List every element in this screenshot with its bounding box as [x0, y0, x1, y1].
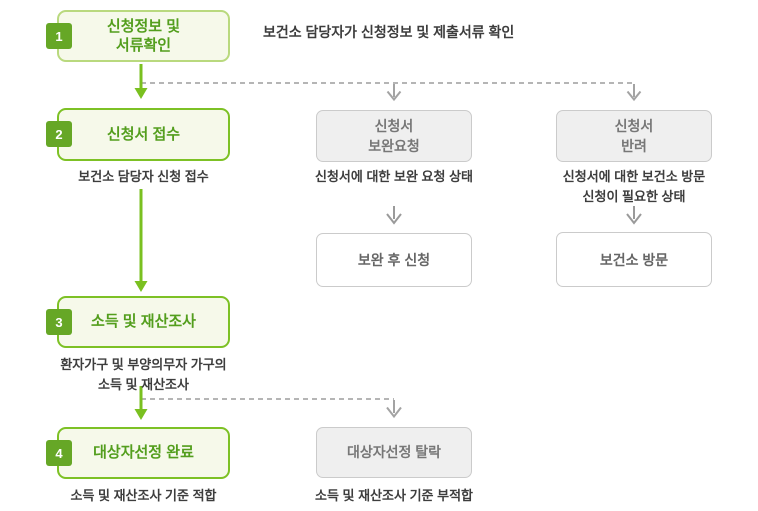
branch-note-return: 신청서에 대한 보건소 방문 신청이 필요한 상태 [562, 169, 706, 204]
step-title-4: 대상자선정 완료 [93, 444, 194, 462]
step-number-badge-1: 1 [46, 23, 72, 49]
step-box-2: 신청서 접수 [57, 108, 230, 161]
arrow-step3-to-step4 [134, 386, 148, 420]
arrow-down-to-reject-branch [626, 84, 642, 102]
step-note-2: 보건소 담당자 신청 접수 [78, 169, 209, 184]
branch-title-fail: 대상자선정 탈락 [346, 444, 442, 461]
arrow-step1-to-step2 [134, 64, 148, 99]
step-number-badge-3: 3 [46, 309, 72, 335]
step-number-2: 2 [55, 126, 63, 142]
step-box-3: 소득 및 재산조사 [57, 296, 230, 348]
arrow-down-to-supplement-branch [386, 84, 402, 102]
arrow-reject-to-action [626, 206, 642, 225]
arrow-step2-to-step3 [134, 189, 148, 292]
step-note-3: 환자가구 및 부양의무자 가구의 소득 및 재산조사 [60, 357, 227, 392]
step-title-1: 신청정보 및 서류확인 [106, 17, 181, 55]
branch-note-supplement: 신청서에 대한 보완 요청 상태 [315, 169, 473, 184]
step-box-1: 신청정보 및 서류확인 [57, 10, 230, 62]
step-title-3: 소득 및 재산조사 [91, 313, 196, 331]
arrow-supplement-to-action [386, 206, 402, 225]
step-number-badge-4: 4 [46, 440, 72, 466]
branch-box-selection-fail: 대상자선정 탈락 [316, 427, 472, 478]
branch-action-reapply: 보완 후 신청 [357, 252, 431, 268]
step-title-2: 신청서 접수 [106, 125, 181, 143]
step-number-badge-2: 2 [46, 121, 72, 147]
branch-box-application-return: 신청서 반려 [556, 110, 712, 162]
step-number-1: 1 [55, 28, 63, 44]
arrow-down-to-fail-branch [386, 400, 402, 419]
branch-note-fail: 소득 및 재산조사 기준 부적합 [315, 488, 473, 503]
branch-title-return: 신청서 반려 [614, 117, 654, 154]
branch-action-box-visit-center: 보건소 방문 [556, 232, 712, 287]
step-note-1: 보건소 담당자가 신청정보 및 제출서류 확인 [263, 24, 515, 40]
branch-title-supplement: 신청서 보완요청 [368, 117, 420, 154]
branch-box-supplement-request: 신청서 보완요청 [316, 110, 472, 162]
branch-action-box-reapply: 보완 후 신청 [316, 233, 472, 287]
step-number-4: 4 [55, 445, 63, 461]
step-box-4: 대상자선정 완료 [57, 427, 230, 479]
step-note-4: 소득 및 재산조사 기준 적합 [70, 488, 217, 503]
branch-action-visit-center: 보건소 방문 [599, 251, 669, 268]
step-number-3: 3 [55, 314, 63, 330]
